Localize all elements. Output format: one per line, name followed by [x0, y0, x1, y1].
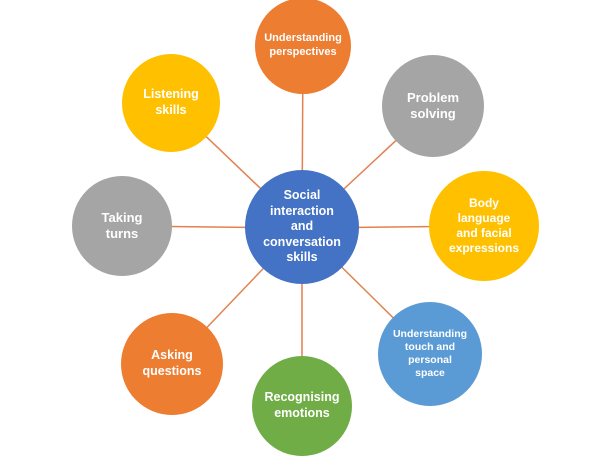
node-label: Taking turns — [101, 209, 143, 241]
node-problem-solving: Problem solving — [382, 55, 484, 157]
node-label: Social interaction and conversation skil… — [263, 187, 341, 265]
node-label: Understanding perspectives — [264, 32, 342, 58]
node-asking-questions: Asking questions — [121, 313, 223, 415]
node-label: Asking questions — [142, 348, 202, 378]
node-label: Problem solving — [406, 89, 459, 121]
node-label: Listening skills — [143, 87, 199, 117]
node-label: Understanding touch and personal space — [392, 327, 468, 380]
node-body-language: Body language and facial expressions — [429, 171, 539, 281]
node-social-interaction-hub: Social interaction and conversation skil… — [245, 170, 359, 284]
node-recognising-emotions: Recognising emotions — [252, 356, 352, 456]
node-listening-skills: Listening skills — [122, 54, 220, 152]
node-understanding-touch: Understanding touch and personal space — [378, 302, 482, 406]
node-label: Body language and facial expressions — [448, 196, 520, 255]
node-label: Recognising emotions — [264, 390, 340, 420]
node-taking-turns: Taking turns — [72, 176, 172, 276]
node-understanding-perspectives: Understanding perspectives — [255, 0, 351, 94]
